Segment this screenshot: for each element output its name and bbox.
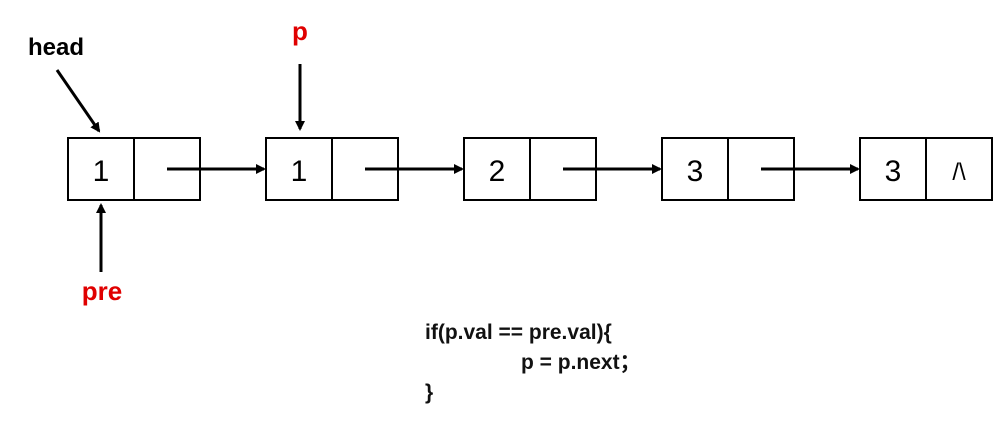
node-next-cell: [925, 137, 993, 201]
p-pointer-label: p: [292, 16, 308, 46]
pre-pointer-label: pre: [82, 276, 122, 306]
code-line: }: [425, 381, 434, 404]
head-pointer-arrow: [55, 69, 101, 133]
node-next-null: /\: [952, 159, 966, 186]
node-value: 1: [93, 155, 110, 188]
node-value: 3: [687, 155, 704, 188]
head-pointer-label: head: [28, 34, 84, 61]
code-snippet: if(p.val == pre.val){ p = p.next； }: [425, 318, 641, 408]
node-value: 2: [489, 155, 506, 188]
node-value-cell: [661, 137, 729, 201]
code-line: if(p.val == pre.val){: [425, 321, 612, 344]
node-value: 3: [885, 155, 902, 188]
node-value-cell: [67, 137, 135, 201]
node-value: 1: [291, 155, 308, 188]
list-node: 3 /\: [859, 137, 993, 201]
code-line: p = p.next；: [521, 351, 641, 374]
node-value-cell: [859, 137, 927, 201]
